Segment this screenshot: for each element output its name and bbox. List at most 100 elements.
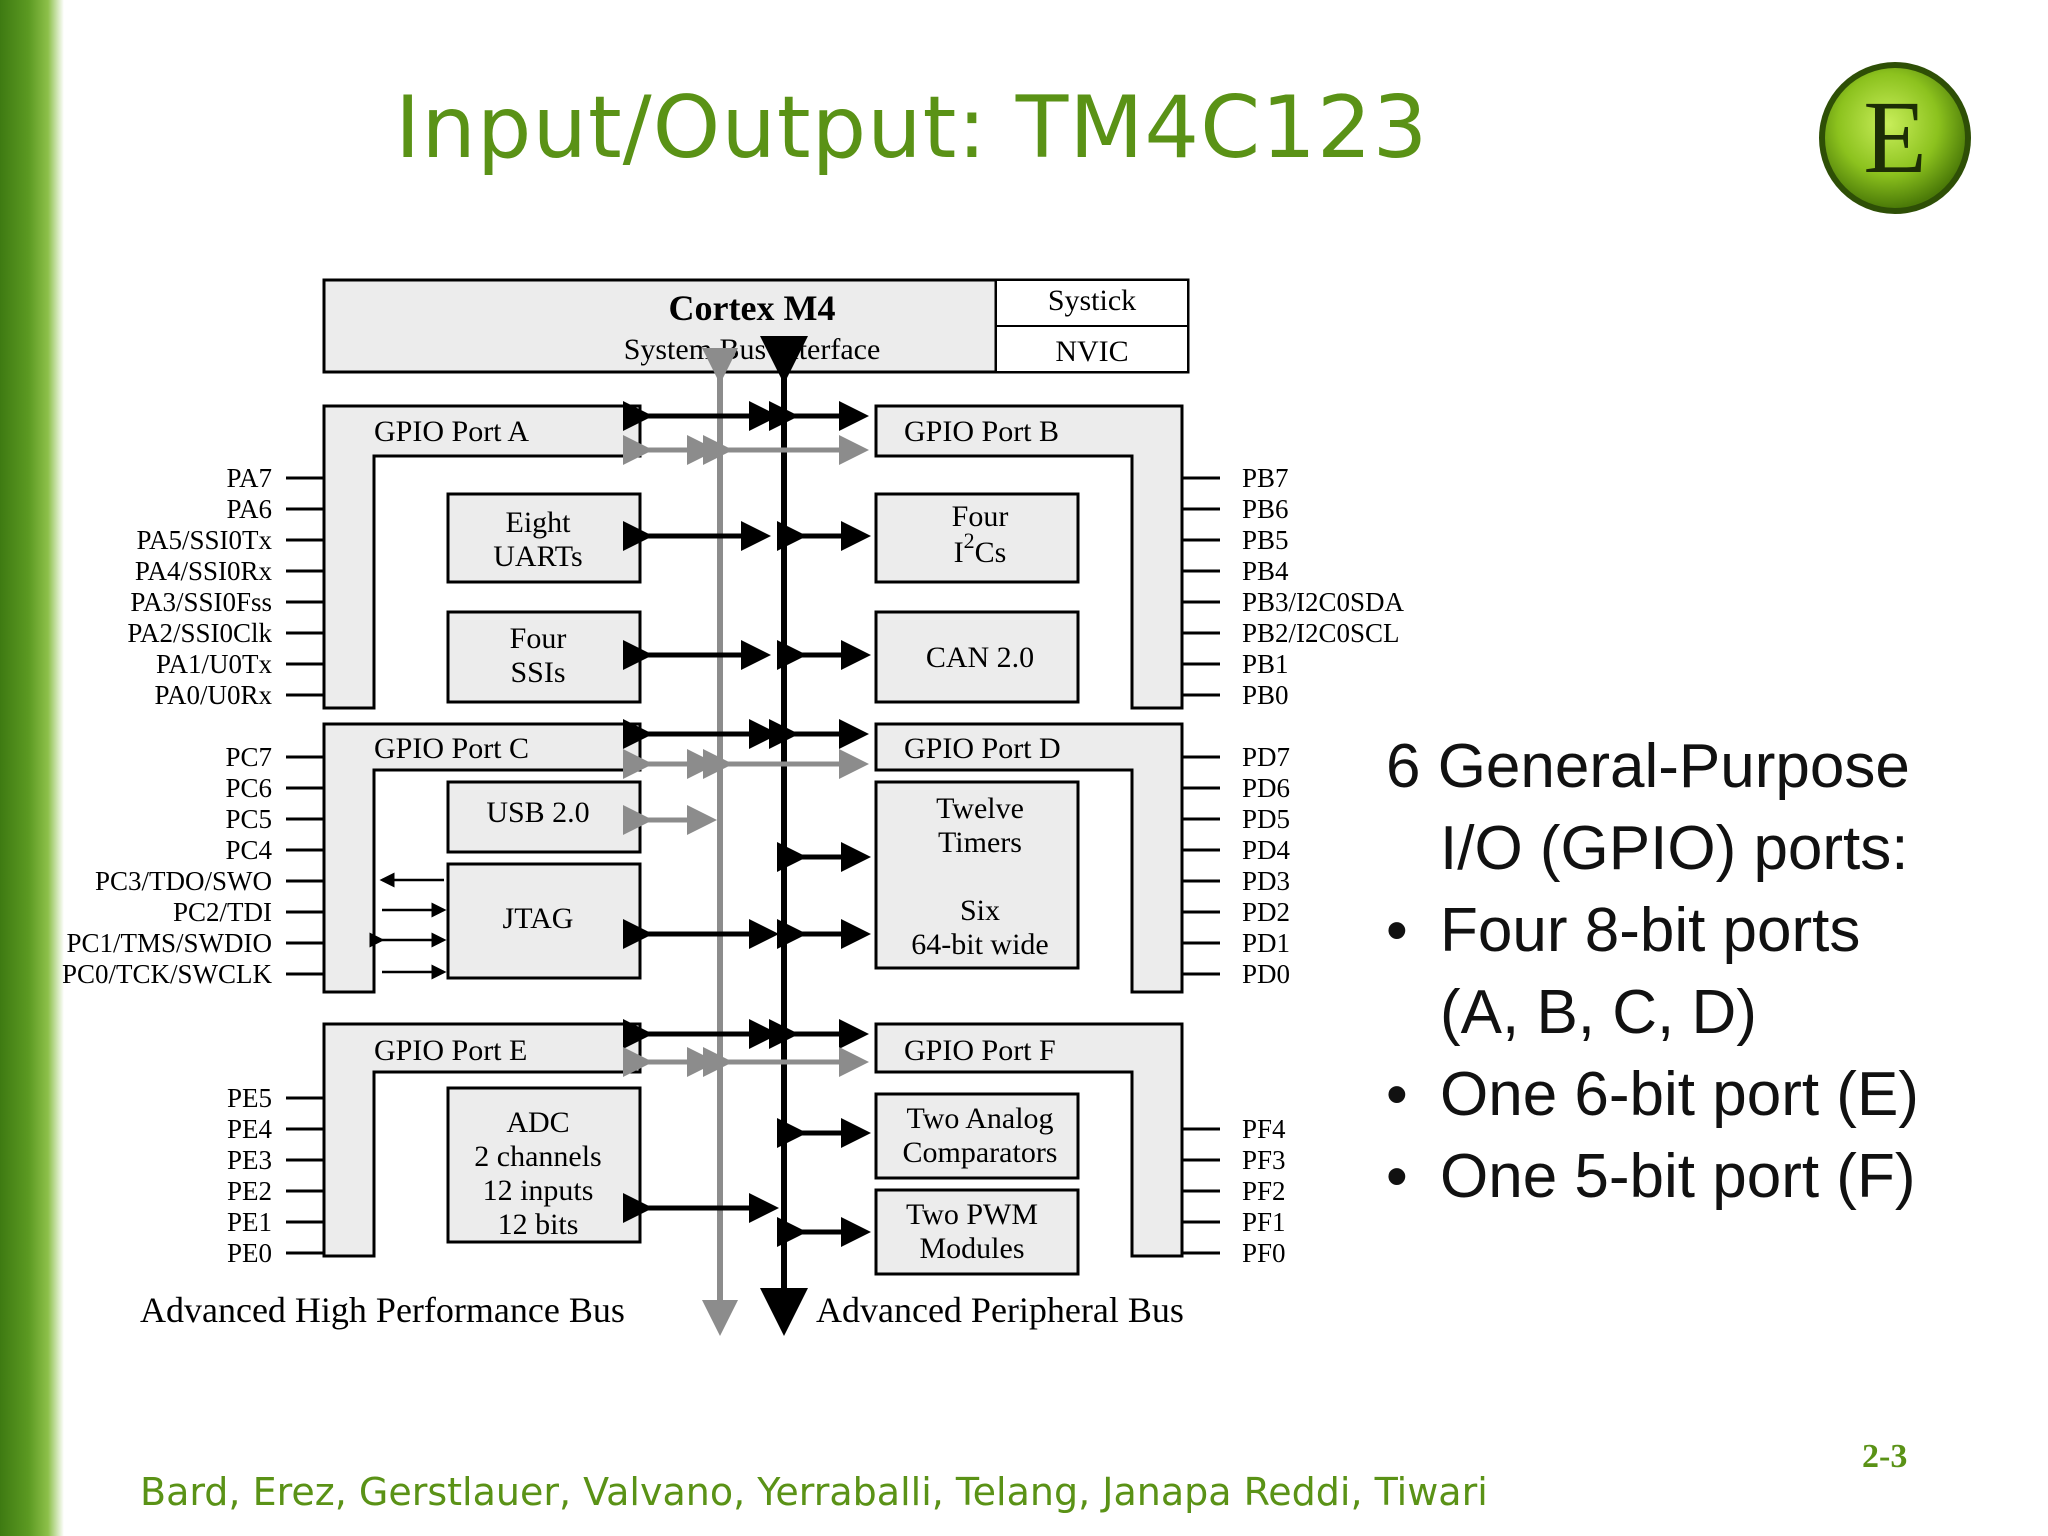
pin-label: PC6 (225, 773, 272, 803)
cortex-subtitle: System Bus Interface (624, 333, 881, 366)
port-b-label: GPIO Port B (904, 415, 1059, 448)
pin-label: PA7 (226, 463, 272, 493)
pin-label: PA1/U0Tx (156, 649, 273, 679)
pin-label: PD2 (1242, 897, 1290, 927)
pin-label: PB3/I2C0SDA (1242, 587, 1405, 617)
pin-label: PB4 (1242, 556, 1289, 586)
left-accent-bar (0, 0, 64, 1536)
port-b-frame (874, 404, 1184, 710)
logo-letter: E (1863, 80, 1927, 195)
pin-label: PC1/TMS/SWDIO (66, 928, 272, 958)
bullet-item-2: •One 6-bit port (E) (1386, 1054, 1919, 1136)
e-logo-icon: E (1819, 62, 1971, 214)
pin-label: PC2/TDI (173, 897, 272, 927)
pwm-line1: Two PWM (906, 1198, 1038, 1231)
timers-line1: Twelve (936, 792, 1024, 825)
bullet-mark: • (1386, 896, 1408, 965)
pin-label: PE3 (227, 1145, 272, 1175)
apb-label: Advanced Peripheral Bus (816, 1290, 1184, 1330)
pin-label: PC5 (225, 804, 272, 834)
ahb-connections (623, 435, 869, 1077)
port-d-label: GPIO Port D (904, 732, 1061, 765)
gpio-summary: 6 General-Purpose I/O (GPIO) ports: •Fou… (1386, 726, 1919, 1218)
jtag-label: JTAG (503, 902, 574, 935)
port-a-label: GPIO Port A (374, 415, 529, 448)
port-e-label: GPIO Port E (374, 1034, 527, 1067)
cortex-m4-block: Cortex M4 System Bus Interface Systick N… (322, 278, 1190, 374)
pin-label: PE0 (227, 1238, 272, 1268)
pin-label: PF0 (1242, 1238, 1286, 1268)
buses (702, 336, 808, 1336)
can-label: CAN 2.0 (926, 641, 1034, 674)
comparators-box (874, 1092, 1080, 1180)
can-box (874, 610, 1080, 704)
pin-label: PA6 (226, 494, 272, 524)
pwm-box (874, 1188, 1080, 1276)
i2c-box (874, 492, 1080, 584)
peripheral-boxes (446, 492, 1080, 1276)
pin-label: PD7 (1242, 742, 1290, 772)
pin-label: PA3/SSI0Fss (130, 587, 272, 617)
jtag-box (446, 862, 642, 980)
pin-label: PF2 (1242, 1176, 1286, 1206)
summary-heading-line1: 6 General-Purpose (1386, 732, 1910, 801)
pin-label: PB0 (1242, 680, 1289, 710)
ssis-box (446, 610, 642, 704)
pin-label: PF3 (1242, 1145, 1286, 1175)
pin-label: PA2/SSI0Clk (127, 618, 272, 648)
jtag-pin-arrows (369, 872, 447, 980)
pin-label: PA5/SSI0Tx (136, 525, 272, 555)
nvic-label: NVIC (1055, 335, 1128, 368)
uarts-line1: Eight (506, 506, 572, 539)
ssis-line2: SSIs (510, 656, 565, 689)
adc-line2: 2 channels (474, 1140, 601, 1173)
port-d-frame (874, 722, 1184, 994)
pin-label: PB7 (1242, 463, 1289, 493)
pin-label: PC7 (225, 742, 272, 772)
timers-line2: Timers (938, 826, 1022, 859)
bullet-mark: • (1386, 1060, 1408, 1129)
usb-box (446, 780, 642, 854)
pin-label: PD1 (1242, 928, 1290, 958)
apb-connections (623, 401, 871, 1247)
pin-label: PA0/U0Rx (154, 680, 272, 710)
bullet-item-1: •Four 8-bit ports (1386, 890, 1919, 972)
ahb-label: Advanced High Performance Bus (140, 1290, 625, 1330)
bullet-item-1-cont: (A, B, C, D) (1440, 978, 1757, 1047)
pin-label: PC0/TCK/SWCLK (62, 959, 273, 989)
pin-label: PC3/TDO/SWO (95, 866, 272, 896)
comparators-line1: Two Analog (906, 1102, 1053, 1135)
i2c-line1: Four (952, 500, 1009, 533)
pin-label: PB2/I2C0SCL (1242, 618, 1400, 648)
pin-label: PF4 (1242, 1114, 1286, 1144)
timers-box (874, 780, 1080, 970)
port-f-label: GPIO Port F (904, 1034, 1056, 1067)
comparators-line2: Comparators (903, 1136, 1058, 1169)
pin-label: PD3 (1242, 866, 1290, 896)
pin-label: PD4 (1242, 835, 1291, 865)
uarts-line2: UARTs (493, 540, 582, 573)
port-c-label: GPIO Port C (374, 732, 529, 765)
i2c-line2: I2Cs (954, 528, 1007, 569)
pin-label: PC4 (225, 835, 272, 865)
pin-label: PB5 (1242, 525, 1289, 555)
pin-label: PB6 (1242, 494, 1289, 524)
ssis-line1: Four (510, 622, 567, 655)
systick-label: Systick (1048, 284, 1136, 317)
pin-label: PE4 (227, 1114, 273, 1144)
pin-label: PD5 (1242, 804, 1290, 834)
pin-label: PD0 (1242, 959, 1290, 989)
page-number: 2-3 (1862, 1438, 1908, 1475)
bullet-mark: • (1386, 1142, 1408, 1211)
adc-box (446, 1086, 642, 1244)
adc-line4: 12 bits (498, 1208, 579, 1241)
pin-label: PF1 (1242, 1207, 1286, 1237)
pwm-line2: Modules (920, 1232, 1025, 1265)
summary-heading-line2: I/O (GPIO) ports: (1440, 814, 1909, 883)
pin-label: PE1 (227, 1207, 272, 1237)
slide-title: Input/Output: TM4C123 (395, 78, 1429, 178)
usb-label: USB 2.0 (486, 796, 589, 829)
timers-line4: 64-bit wide (911, 928, 1048, 961)
